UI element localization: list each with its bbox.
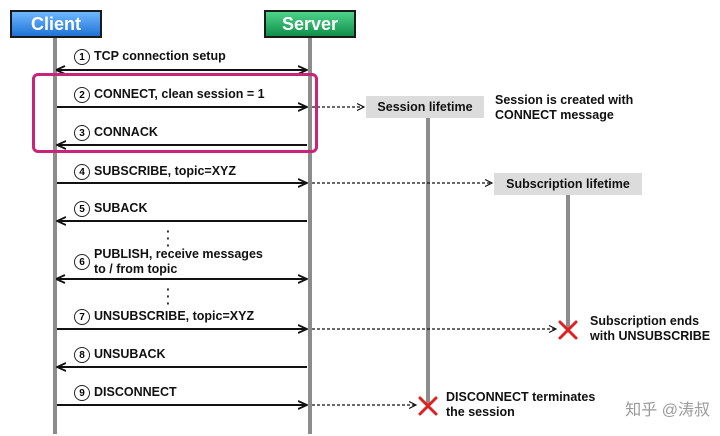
subscription-lifetime-label: Subscription lifetime	[506, 177, 630, 191]
connect-highlight-box	[32, 73, 318, 153]
step-number: 3	[74, 125, 90, 141]
note-line: CONNECT message	[495, 108, 614, 122]
step-label: SUBACK	[94, 201, 148, 215]
step-number: 2	[74, 87, 90, 103]
step-number: 6	[74, 254, 90, 270]
step-4: 4 SUBSCRIBE, topic=XYZ	[74, 164, 236, 180]
step-2: 2 CONNECT, clean session = 1	[74, 87, 265, 103]
note-line: with UNSUBSCRIBE	[590, 329, 711, 343]
disconnect-terminates-note: DISCONNECT terminates the session	[446, 390, 595, 420]
server-label: Server	[281, 13, 339, 34]
step-label: PUBLISH, receive messages	[94, 247, 263, 261]
step-label: CONNECT, clean session = 1	[94, 87, 265, 101]
subscription-lifetime-bar	[566, 195, 570, 329]
subscription-lifetime-box: Subscription lifetime	[494, 173, 642, 195]
step-label: TCP connection setup	[94, 49, 226, 63]
step-number: 1	[74, 49, 90, 65]
server-lifeline	[308, 38, 312, 434]
step-label: DISCONNECT	[94, 385, 177, 399]
client-lifeline	[53, 38, 57, 434]
note-line: Session is created with	[495, 93, 634, 107]
step-number: 5	[74, 201, 90, 217]
server-header: Server	[264, 10, 356, 38]
watermark: 知乎 @涛叔	[625, 402, 710, 419]
step-9: 9 DISCONNECT	[74, 385, 177, 401]
note-line: Subscription ends	[590, 314, 700, 328]
step-label: UNSUBACK	[94, 347, 166, 361]
client-label: Client	[30, 13, 81, 34]
step-6: 6 PUBLISH, receive messages to / from to…	[74, 247, 263, 277]
subscription-end-marker	[558, 320, 578, 340]
step-number: 4	[74, 164, 90, 180]
step-label-line2: to / from topic	[94, 262, 178, 276]
step-number: 9	[74, 385, 90, 401]
ellipsis-dots-top: ···	[166, 223, 171, 253]
step-5: 5 SUBACK	[74, 201, 147, 217]
step-label: SUBSCRIBE, topic=XYZ	[94, 164, 237, 178]
session-lifetime-bar	[426, 118, 430, 406]
session-created-note: Session is created with CONNECT message	[495, 93, 633, 123]
subscription-ends-note: Subscription ends with UNSUBSCRIBE	[590, 314, 710, 344]
step-label: CONNACK	[94, 125, 158, 139]
note-line: the session	[446, 405, 515, 419]
step-label: UNSUBSCRIBE, topic=XYZ	[94, 309, 255, 323]
step-3: 3 CONNACK	[74, 125, 158, 141]
step-number: 7	[74, 309, 90, 325]
step-number: 8	[74, 347, 90, 363]
client-header: Client	[10, 10, 102, 38]
session-end-marker	[418, 396, 438, 416]
ellipsis-dots-bottom: ···	[166, 281, 171, 311]
step-8: 8 UNSUBACK	[74, 347, 166, 363]
session-lifetime-label: Session lifetime	[377, 100, 473, 114]
step-7: 7 UNSUBSCRIBE, topic=XYZ	[74, 309, 254, 325]
note-line: DISCONNECT terminates	[446, 390, 596, 404]
session-lifetime-box: Session lifetime	[366, 96, 484, 118]
step-1: 1 TCP connection setup	[74, 49, 226, 65]
